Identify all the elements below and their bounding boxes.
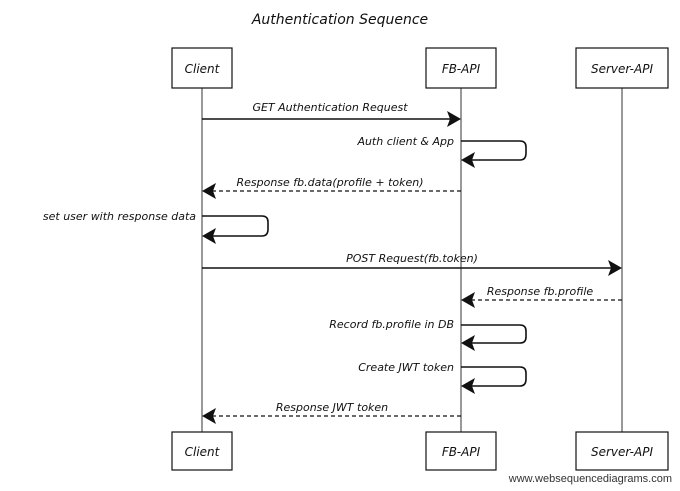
- actor-label-server-bottom: Server-API: [591, 445, 653, 459]
- message-get-auth-request: GET Authentication Request: [202, 101, 461, 127]
- message-label-create-jwt: Create JWT token: [358, 361, 454, 374]
- message-label-post-request: POST Request(fb.token): [346, 252, 478, 265]
- message-auth-client-app: Auth client & App: [356, 135, 527, 168]
- message-label-set-user: set user with response data: [43, 210, 196, 223]
- actor-box-server-bottom: Server-API: [575, 431, 669, 471]
- actor-label-fbapi-top: FB-API: [442, 62, 481, 76]
- diagram-title: Authentication Sequence: [251, 12, 428, 28]
- message-label-fb-data: Response fb.data(profile + token): [236, 176, 423, 189]
- message-create-jwt: Create JWT token: [358, 361, 527, 394]
- message-label-get-auth: GET Authentication Request: [252, 101, 408, 114]
- actor-label-client-top: Client: [185, 62, 221, 76]
- actor-box-client-bottom: Client: [171, 431, 233, 471]
- message-set-user: set user with response data: [43, 210, 269, 244]
- footer-watermark: www.websequencediagrams.com: [508, 473, 672, 485]
- actor-label-fbapi-bottom: FB-API: [442, 445, 481, 459]
- message-response-jwt: Response JWT token: [202, 401, 461, 424]
- message-record-profile: Record fb.profile in DB: [329, 318, 527, 351]
- actor-box-fbapi-top: FB-API: [425, 47, 497, 89]
- message-post-request: POST Request(fb.token): [202, 252, 622, 276]
- actor-box-fbapi-bottom: FB-API: [425, 431, 497, 471]
- actor-box-server-top: Server-API: [575, 47, 669, 89]
- message-response-fb-data: Response fb.data(profile + token): [202, 176, 461, 199]
- actor-label-server-top: Server-API: [591, 62, 653, 76]
- message-label-fb-profile: Response fb.profile: [487, 285, 594, 298]
- actor-box-client-top: Client: [171, 47, 233, 89]
- message-response-fb-profile: Response fb.profile: [461, 285, 622, 308]
- message-label-record-profile: Record fb.profile in DB: [329, 318, 454, 331]
- actor-label-client-bottom: Client: [185, 445, 221, 459]
- message-label-auth-client: Auth client & App: [356, 135, 454, 148]
- message-label-response-jwt: Response JWT token: [276, 401, 388, 414]
